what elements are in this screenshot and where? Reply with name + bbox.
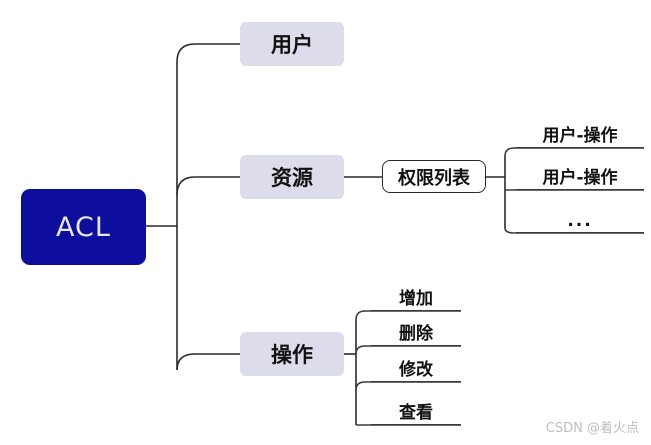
leaf-action-add-label: 增加 <box>399 289 433 309</box>
leaf-permission-entry-more[interactable]: ... <box>516 205 644 233</box>
leaf-permission-entry[interactable]: 用户-操作 <box>516 120 644 148</box>
leaf-action-modify-label: 修改 <box>399 360 433 380</box>
node-branch-resource-label: 资源 <box>271 166 313 190</box>
node-acl-root[interactable]: ACL <box>21 189 146 265</box>
node-permission-list[interactable]: 权限列表 <box>382 160 486 193</box>
node-branch-action[interactable]: 操作 <box>240 332 344 376</box>
leaf-permission-entry-label: 用户-操作 <box>542 168 618 188</box>
leaf-permission-entry-label: 用户-操作 <box>542 126 618 146</box>
node-permission-list-label: 权限列表 <box>398 167 470 189</box>
leaf-action-modify[interactable]: 修改 <box>371 355 461 382</box>
node-branch-user[interactable]: 用户 <box>240 22 344 66</box>
node-branch-user-label: 用户 <box>271 33 313 57</box>
leaf-action-view-label: 查看 <box>399 403 433 423</box>
node-branch-action-label: 操作 <box>271 343 313 367</box>
leaf-permission-entry[interactable]: 用户-操作 <box>516 162 644 190</box>
leaf-action-add[interactable]: 增加 <box>371 284 461 311</box>
leaf-action-delete[interactable]: 删除 <box>371 319 461 346</box>
leaf-action-view[interactable]: 查看 <box>371 398 461 425</box>
node-acl-root-label: ACL <box>56 211 111 243</box>
node-branch-resource[interactable]: 资源 <box>240 155 344 199</box>
watermark: CSDN @着火点 <box>545 421 639 436</box>
leaf-permission-entry-more-label: ... <box>567 211 593 231</box>
leaf-action-delete-label: 删除 <box>399 324 433 344</box>
